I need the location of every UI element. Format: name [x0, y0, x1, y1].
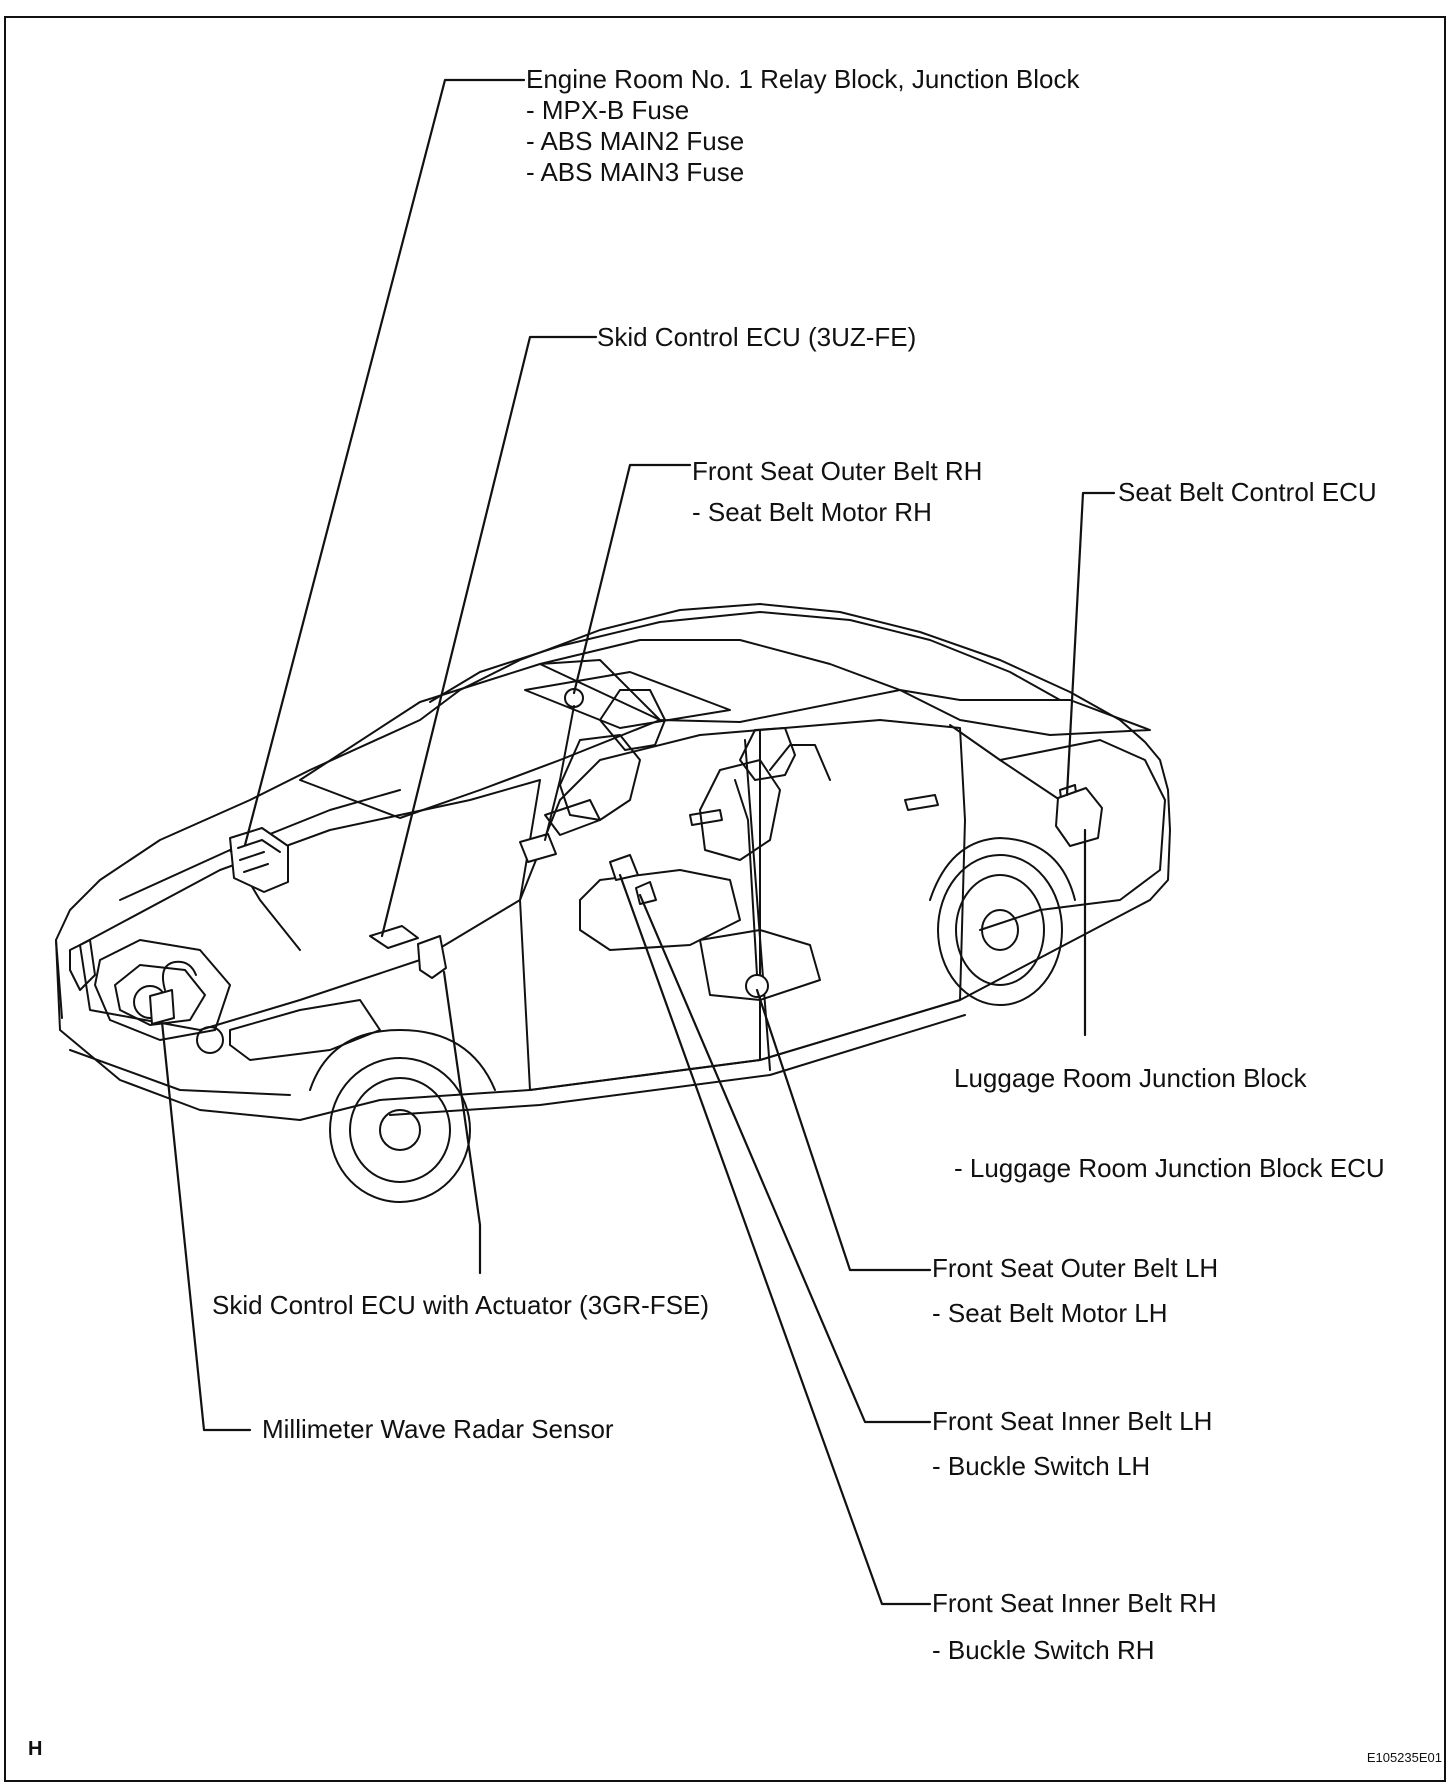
leader-inner-lh [638, 893, 932, 1424]
label-engine-room-item: - ABS MAIN3 Fuse [526, 157, 745, 187]
luggage-junction-block [1055, 787, 1103, 847]
leader-skid-3uz [380, 335, 598, 938]
label-front-outer-lh: Front Seat Outer Belt LH - Seat Belt Mot… [932, 1253, 1218, 1329]
wheels [309, 837, 1076, 1203]
corner-mark: H [28, 1738, 43, 1760]
leader-seat-belt-ecu [1065, 491, 1116, 797]
label-front-outer-rh-sub: - Seat Belt Motor RH [692, 497, 932, 527]
leader-inner-rh [618, 873, 932, 1606]
leader-skid-3gr [442, 970, 482, 1275]
label-front-inner-lh: Front Seat Inner Belt LH - Buckle Switch… [932, 1406, 1212, 1482]
label-radar-sensor: Millimeter Wave Radar Sensor [262, 1414, 614, 1444]
label-engine-room: Engine Room No. 1 Relay Block, Junction … [526, 64, 1080, 188]
skid-ecu-3uz [369, 925, 419, 949]
car-body [55, 603, 1171, 1121]
label-front-outer-lh-title: Front Seat Outer Belt LH [932, 1253, 1219, 1283]
interior-seats [559, 689, 831, 1001]
label-front-inner-rh-title: Front Seat Inner Belt RH [932, 1588, 1217, 1618]
label-engine-room-item: - MPX-B Fuse [526, 95, 690, 125]
radar-sensor [149, 989, 175, 1025]
leader-outer-rh [572, 463, 692, 695]
label-front-outer-rh: Front Seat Outer Belt RH - Seat Belt Mot… [692, 456, 982, 528]
label-skid-control-3gr: Skid Control ECU with Actuator (3GR-FSE) [212, 1290, 710, 1320]
label-front-inner-rh: Front Seat Inner Belt RH - Buckle Switch… [932, 1588, 1217, 1666]
leader-lines [160, 78, 1116, 1606]
label-front-outer-rh-title: Front Seat Outer Belt RH [692, 456, 983, 486]
label-engine-room-title: Engine Room No. 1 Relay Block, Junction … [526, 64, 1080, 94]
leader-outer-lh [755, 988, 932, 1272]
leader-radar [160, 1020, 252, 1432]
label-engine-room-item: - ABS MAIN2 Fuse [526, 126, 745, 156]
outer-belt-lh-retractor [745, 974, 769, 998]
label-luggage-room-title: Luggage Room Junction Block [954, 1063, 1307, 1093]
engine-relay-block [229, 827, 289, 893]
label-luggage-room-sub: - Luggage Room Junction Block ECU [954, 1153, 1385, 1183]
label-front-inner-rh-sub: - Buckle Switch RH [932, 1635, 1155, 1665]
figure-id: E105235E01 [1366, 1750, 1442, 1765]
label-skid-control-3uz: Skid Control ECU (3UZ-FE) [597, 322, 917, 352]
label-luggage-room: Luggage Room Junction Block - Luggage Ro… [954, 1063, 1385, 1184]
components [149, 688, 1103, 1025]
label-seat-belt-ecu: Seat Belt Control ECU [1118, 477, 1377, 507]
leader-engine-room [243, 78, 526, 847]
skid-ecu-3gr [417, 935, 447, 979]
diagram-frame [4, 16, 1446, 1782]
label-front-outer-lh-sub: - Seat Belt Motor LH [932, 1298, 1168, 1328]
label-front-inner-lh-title: Front Seat Inner Belt LH [932, 1406, 1213, 1436]
seat-belts [544, 705, 758, 976]
label-front-inner-lh-sub: - Buckle Switch LH [932, 1451, 1151, 1481]
